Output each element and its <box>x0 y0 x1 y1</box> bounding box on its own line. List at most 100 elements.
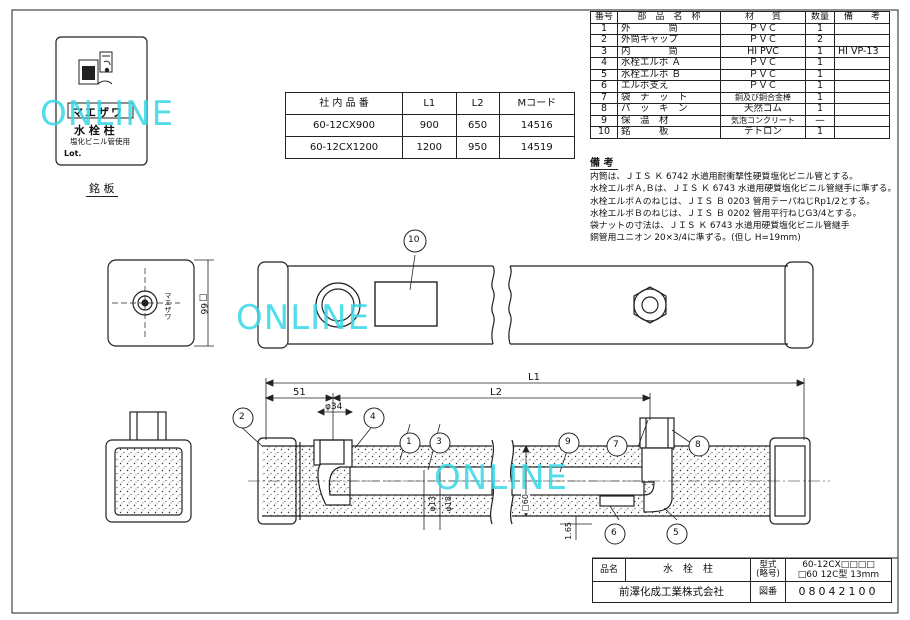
balloon-label-4: 4 <box>370 412 376 422</box>
parts-cell-qty: 1 <box>805 103 835 116</box>
parts-cell-qty: — <box>805 114 835 127</box>
parts-cell-remark <box>834 114 890 127</box>
notes-heading: 備 考 <box>590 154 618 170</box>
parts-cell-qty: 1 <box>805 91 835 104</box>
model-label-line-2: (略号) <box>756 569 780 579</box>
title-company: 前澤化成工業株式会社 <box>592 581 751 603</box>
parts-cell-name: 内 筒 <box>617 45 721 58</box>
parts-cell-material: ＰＶＣ <box>720 80 806 93</box>
title-drawing-no: 08042100 <box>785 581 892 603</box>
dim-sq66: □66 <box>198 293 208 315</box>
parts-cell-no: 3 <box>590 45 618 58</box>
end-view-bottom <box>105 411 192 523</box>
notes-line: 内筒は、ＪＩＳ Ｋ 6742 水道用耐衝撃性硬質塩化ビニル管とする。 <box>590 172 859 182</box>
nameplate-position <box>374 281 438 327</box>
nameplate-subtitle: 塩化ビニル管使用 <box>70 137 130 146</box>
parts-cell-material: ＰＶＣ <box>720 57 806 70</box>
product-cell: 950 <box>455 136 500 159</box>
balloon-7 <box>606 435 628 457</box>
balloon-label-2: 2 <box>239 412 245 422</box>
balloon-label-9: 9 <box>565 437 571 447</box>
parts-cell-no: 7 <box>590 91 618 104</box>
parts-cell-name: 袋 ナ ッ ト <box>617 91 721 104</box>
product-cell: 14516 <box>498 114 576 137</box>
product-cell: 900 <box>402 114 457 137</box>
notes-lines: 内筒は、ＪＩＳ Ｋ 6742 水道用耐衝撃性硬質塩化ビニル管とする。水栓エルボＡ… <box>590 171 897 245</box>
title-name-value: 水 栓 柱 <box>625 558 751 582</box>
dim-51: 51 <box>293 387 306 398</box>
endview-brand: マエザワ <box>164 292 172 320</box>
top-view <box>257 261 814 349</box>
parts-cell-remark <box>834 91 890 104</box>
watermark-1: ONLINE <box>40 94 175 134</box>
parts-cell-name: 水栓エルボ Ａ <box>617 57 721 70</box>
product-header-cell: L1 <box>402 92 457 115</box>
parts-cell-qty: 1 <box>805 22 835 35</box>
notes-line: 水栓エルボＡ,Ｂは、ＪＩＳ Ｋ 6743 水道用硬質塩化ビニル管継手に準ずる。 <box>590 184 897 195</box>
balloon-label-6: 6 <box>611 528 617 538</box>
dim-phi18: φ18 <box>444 496 453 512</box>
product-header-cell: Mコード <box>498 92 576 115</box>
watermark-3: ONLINE <box>434 458 569 498</box>
title-model-value: 60-12CX□□□□ □60 12C型 13mm <box>785 558 892 582</box>
balloon-label-10: 10 <box>408 235 420 245</box>
parts-cell-qty: 1 <box>805 57 835 70</box>
parts-cell-material: ＰＶＣ <box>720 34 806 47</box>
title-name-label: 品名 <box>592 558 626 582</box>
dim-phi34: φ34 <box>325 402 343 412</box>
col-no: 番号 <box>590 11 618 24</box>
nameplate-lot: Lot. <box>64 149 82 158</box>
parts-cell-no: 1 <box>590 22 618 35</box>
dim-L1: L1 <box>528 372 540 383</box>
parts-cell-qty: 2 <box>805 34 835 47</box>
balloon-9 <box>558 432 580 454</box>
parts-cell-no: 5 <box>590 68 618 81</box>
model-label-line-1: 型式 <box>759 560 777 570</box>
balloon-8 <box>688 435 710 457</box>
parts-cell-material: HI PVC <box>720 45 806 58</box>
col-material: 材 質 <box>720 11 806 24</box>
balloon-label-8: 8 <box>695 440 701 450</box>
parts-table-header: 番号 部 品 名 称 材 質 数量 備 考 <box>590 11 890 24</box>
balloon-2 <box>232 407 254 429</box>
parts-cell-no: 4 <box>590 57 618 70</box>
parts-cell-name: 水栓エルボ Ｂ <box>617 68 721 81</box>
nameplate <box>55 36 148 166</box>
parts-cell-remark <box>834 126 890 139</box>
parts-cell-material: 気泡コンクリート <box>720 114 806 127</box>
parts-cell-name: 銘 板 <box>617 126 721 139</box>
parts-cell-name: パ ッ キ ン <box>617 103 721 116</box>
balloon-label-3: 3 <box>436 437 442 447</box>
product-cell: 14519 <box>498 136 576 159</box>
faucet-pictogram-icon <box>78 59 99 85</box>
notes-section: 備 考 内筒は、ＪＩＳ Ｋ 6742 水道用耐衝撃性硬質塩化ビニル管とする。水栓… <box>590 154 897 245</box>
balloon-1 <box>399 432 421 454</box>
notes-line: 袋ナットの寸法は、ＪＩＳ Ｋ 6743 水道用硬質塩化ビニル管継手 <box>590 221 850 232</box>
col-name: 部 品 名 称 <box>617 11 721 24</box>
balloon-label-1: 1 <box>406 437 412 447</box>
watermark-2: ONLINE <box>236 298 371 338</box>
parts-cell-no: 8 <box>590 103 618 116</box>
model-value-line-1: 60-12CX□□□□ <box>802 560 875 570</box>
parts-cell-no: 6 <box>590 80 618 93</box>
end-view-top <box>107 259 214 347</box>
product-cell: 1200 <box>402 136 457 159</box>
parts-cell-remark <box>834 103 890 116</box>
parts-cell-name: 保 温 材 <box>617 114 721 127</box>
product-header-cell: L2 <box>455 92 500 115</box>
parts-cell-qty: 1 <box>805 126 835 139</box>
parts-cell-no: 9 <box>590 114 618 127</box>
balloon-10 <box>403 229 427 253</box>
